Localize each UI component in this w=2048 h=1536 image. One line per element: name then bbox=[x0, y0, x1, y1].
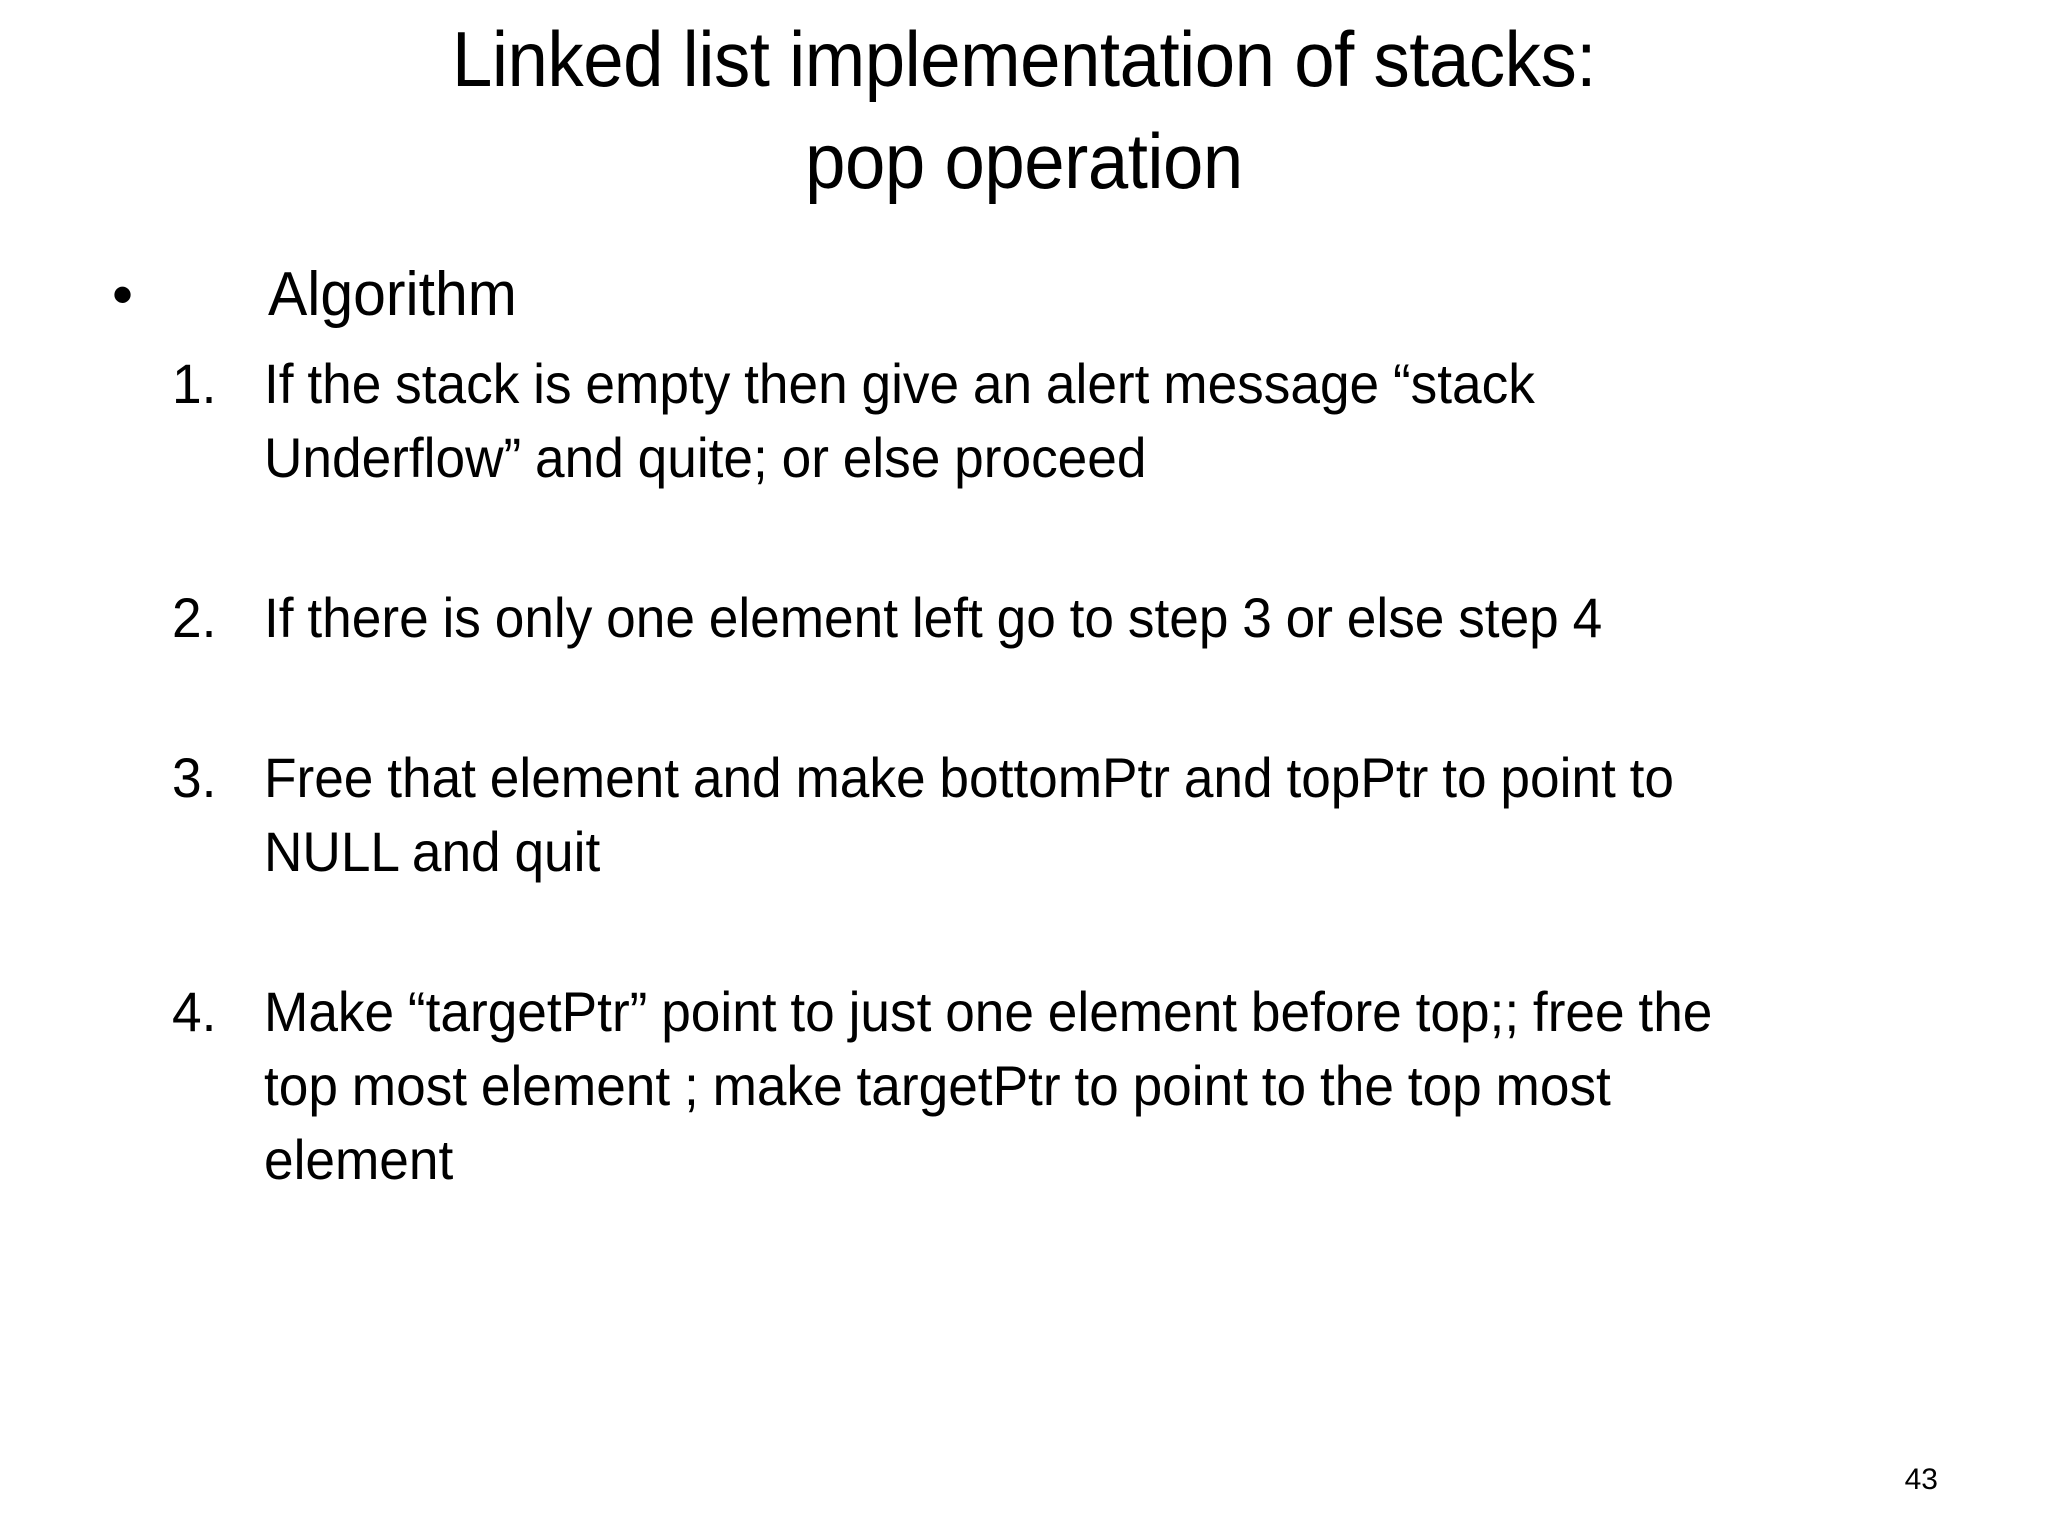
slide-title-line-2: pop operation bbox=[805, 117, 1243, 205]
step-text: If there is only one element left go to … bbox=[264, 586, 1603, 649]
bullet-item-label: Algorithm bbox=[268, 260, 517, 329]
slide-title-line-1: Linked list implementation of stacks: bbox=[452, 15, 1596, 103]
bullet-item-algorithm: • Algorithm bbox=[0, 255, 2048, 335]
step-text: If the stack is empty then give an alert… bbox=[264, 352, 1535, 489]
algorithm-step-1: 1. If the stack is empty then give an al… bbox=[0, 347, 2048, 495]
slide-body: • Algorithm 1. If the stack is empty the… bbox=[0, 255, 2048, 1197]
slide-title: Linked list implementation of stacks: po… bbox=[0, 8, 2048, 212]
slide-page-number: 43 bbox=[1904, 1463, 1938, 1496]
step-number: 4. bbox=[172, 980, 217, 1043]
step-text: Free that element and make bottomPtr and… bbox=[264, 746, 1674, 883]
step-number: 3. bbox=[172, 746, 217, 809]
step-text: Make “targetPtr” point to just one eleme… bbox=[264, 980, 1713, 1191]
algorithm-step-3: 3. Free that element and make bottomPtr … bbox=[0, 741, 2048, 889]
step-number: 2. bbox=[172, 586, 217, 649]
algorithm-step-2: 2. If there is only one element left go … bbox=[0, 581, 2048, 655]
bullet-point-icon: • bbox=[112, 261, 134, 328]
algorithm-step-4: 4. Make “targetPtr” point to just one el… bbox=[0, 975, 2048, 1197]
algorithm-steps-list: 1. If the stack is empty then give an al… bbox=[0, 347, 2048, 1197]
step-number: 1. bbox=[172, 352, 217, 415]
